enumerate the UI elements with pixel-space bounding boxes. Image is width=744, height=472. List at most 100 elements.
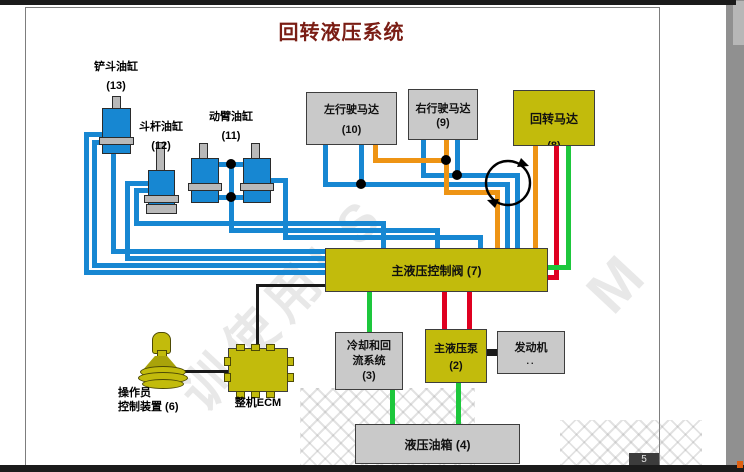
main-control-valve-label: 主液压控制阀 (7): [391, 263, 482, 278]
pipe-segment-blue: [323, 182, 510, 187]
pipe-segment-orange: [373, 158, 449, 163]
ecm-tab: [236, 344, 245, 351]
pipe-segment-blue: [92, 140, 97, 268]
main-pump-box: 主液压泵 (2): [425, 329, 487, 383]
pipe-segment-orange: [533, 146, 538, 248]
ecm-tab: [251, 344, 260, 351]
pipe-segment-blue: [229, 228, 440, 233]
arm-cylinder-label: 斗杆油缸 (12): [133, 118, 189, 156]
pipe-segment-blue: [323, 145, 328, 187]
pipe-segment-blue: [478, 235, 483, 248]
pipe-segment-blue: [84, 132, 102, 137]
ecm-tab: [236, 391, 245, 398]
main-pump-number: (2): [449, 360, 463, 372]
left-travel-motor-box: 左行驶马达 (10): [306, 92, 397, 145]
pipe-segment-orange: [495, 190, 500, 248]
scrollbar-track[interactable]: [726, 0, 744, 472]
pipe-segment-green: [367, 292, 372, 332]
engine-label: 发动机: [514, 342, 548, 354]
junction-dot: [452, 170, 462, 180]
boom-cylinder-right-body: [243, 158, 271, 203]
pipe-segment-black: [178, 370, 228, 373]
pipe-segment-blue: [92, 140, 102, 145]
top-strip: [0, 0, 736, 5]
ecm-tab: [287, 357, 294, 366]
pipe-segment-blue: [283, 178, 288, 240]
cooling-return-system-box: 冷却和回 流系统 (3): [335, 332, 403, 390]
ecm-tab: [251, 391, 260, 398]
pipe-segment-black: [256, 284, 259, 350]
boom-cylinder-left-band: [188, 183, 222, 191]
ecm-tab: [266, 391, 275, 398]
pipe-segment-orange: [444, 190, 500, 195]
ecm-tab: [287, 373, 294, 382]
pipe-segment-red: [467, 292, 472, 329]
pipe-segment-blue: [515, 173, 520, 248]
ecm-tab: [266, 344, 275, 351]
pipe-segment-red: [442, 292, 447, 329]
ecm-box: [228, 348, 288, 392]
pipe-segment-blue: [134, 188, 139, 226]
pipe-segment-blue: [359, 145, 364, 182]
operator-label-line2: 控制装置 (6): [118, 401, 179, 413]
ecm-tab: [224, 373, 231, 382]
bucket-cylinder-band: [99, 137, 134, 145]
boom-cylinder-left-body: [191, 158, 219, 203]
bucket-cylinder-label: 铲斗油缸 (13): [78, 58, 154, 96]
page-title: 回转液压系统: [278, 22, 405, 44]
pipe-segment-orange: [444, 140, 449, 195]
operator-control-label: 操作员 控制装置 (6): [118, 386, 210, 414]
pipe-segment-blue: [505, 182, 510, 248]
pipe-segment-green: [548, 265, 571, 270]
swing-motor-number: (8): [547, 140, 561, 146]
scrollbar-thumb[interactable]: [733, 1, 744, 45]
pipe-segment-blue: [134, 188, 148, 193]
pipe-segment-black: [256, 284, 325, 287]
joystick-base-ring: [142, 379, 184, 389]
cooling-label-2: 流系统: [352, 354, 386, 367]
ecm-label: 整机ECM: [234, 397, 282, 409]
boom-cylinder-number: (11): [221, 130, 241, 142]
pipe-segment-blue: [421, 173, 520, 178]
swing-motor-box: 回转马达 (8): [513, 90, 595, 146]
bucket-cylinder-name: 铲斗油缸: [94, 61, 138, 73]
cooling-label-1: 冷却和回: [347, 339, 391, 352]
bucket-cylinder-number: (13): [106, 80, 126, 92]
pipe-segment-blue: [125, 181, 148, 186]
arm-cylinder-number: (12): [151, 140, 171, 152]
swing-motor-label: 回转马达: [529, 111, 578, 126]
pipe-segment-blue: [125, 181, 130, 261]
arm-cylinder-cap: [146, 204, 177, 214]
pipe-segment-blue: [125, 256, 325, 261]
pipe-segment-green: [566, 146, 571, 270]
bucket-cylinder-body: [102, 108, 131, 154]
oil-tank-box: 液压油箱 (4): [355, 424, 520, 464]
junction-dot: [226, 159, 236, 169]
page-number-badge: 5: [629, 453, 659, 466]
pipe-segment-blue: [455, 140, 460, 178]
pipe-segment-blue: [84, 132, 89, 275]
oil-tank-label: 液压油箱 (4): [404, 437, 471, 452]
ecm-tab: [224, 357, 231, 366]
pipe-segment-blue: [111, 249, 325, 254]
right-travel-motor-box: 右行驶马达 (9): [408, 89, 478, 140]
junction-dot: [441, 155, 451, 165]
right-travel-motor-label: 右行驶马达: [415, 103, 471, 115]
pipe-segment-blue: [92, 263, 325, 268]
pipe-segment-red: [548, 275, 559, 280]
right-travel-motor-number: (9): [436, 117, 450, 129]
arm-cylinder-band: [144, 195, 179, 203]
pipe-segment-black: [487, 349, 497, 356]
pipe-segment-blue: [111, 154, 116, 254]
boom-cylinder-right-band: [240, 183, 274, 191]
left-travel-motor-number: (10): [341, 124, 362, 136]
junction-dot: [356, 179, 366, 189]
left-travel-motor-label: 左行驶马达: [324, 104, 379, 116]
junction-dot: [226, 192, 236, 202]
operator-label-line1: 操作员: [118, 387, 151, 399]
swing-pilot-highlight-circle: [484, 158, 532, 208]
boom-cylinder-label: 动臂油缸 (11): [200, 108, 262, 146]
boom-cylinder-name: 动臂油缸: [209, 111, 253, 123]
pipe-segment-blue: [283, 235, 483, 240]
